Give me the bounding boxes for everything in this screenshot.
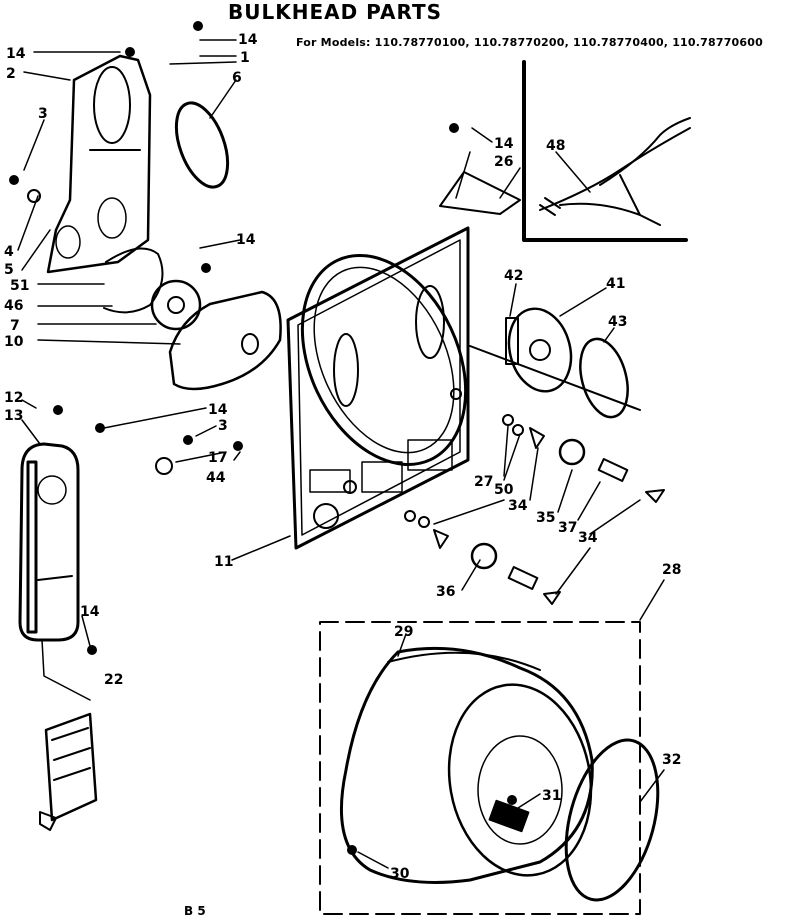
callout-27: 27 — [474, 474, 493, 490]
lint-bracket — [39, 712, 98, 831]
callout-51: 51 — [10, 278, 29, 294]
callout-14: 14 — [494, 136, 514, 152]
callout-17: 17 — [208, 450, 227, 466]
blower-assembly — [103, 247, 282, 391]
callout-1: 1 — [240, 50, 250, 66]
callout-6: 6 — [232, 70, 242, 86]
page-code: B 5 — [184, 904, 206, 918]
callout-26: 26 — [494, 154, 513, 170]
idler-assembly — [469, 307, 641, 419]
callout-48: 48 — [546, 138, 565, 154]
callout-36: 36 — [436, 584, 455, 600]
models-line: For Models: 110.78770100, 110.78770200, … — [296, 36, 763, 49]
page-title: BULKHEAD PARTS — [228, 0, 443, 24]
callout-14: 14 — [80, 604, 100, 620]
callout-labels: 14 2 14 1 6 3 4 5 51 46 7 10 14 12 13 14… — [4, 32, 681, 882]
bracket-26 — [439, 171, 521, 215]
callout-42: 42 — [504, 268, 523, 284]
callout-7: 7 — [10, 318, 20, 334]
callout-30: 30 — [390, 866, 410, 882]
drum-assembly — [319, 621, 660, 915]
callout-31: 31 — [542, 788, 561, 804]
callout-3: 3 — [218, 418, 228, 434]
rear-bracket — [46, 54, 152, 274]
callout-11: 11 — [214, 554, 233, 570]
callout-43: 43 — [608, 314, 627, 330]
callout-14: 14 — [238, 32, 258, 48]
callout-13: 13 — [4, 408, 23, 424]
callout-4: 4 — [4, 244, 14, 260]
callout-10: 10 — [4, 334, 24, 350]
callout-14: 14 — [236, 232, 256, 248]
control-panel-strip — [18, 442, 80, 642]
callout-28: 28 — [662, 562, 681, 578]
seal-ring — [174, 101, 230, 189]
callout-29: 29 — [394, 624, 413, 640]
callout-5: 5 — [4, 262, 14, 278]
bulkhead-panel — [286, 226, 470, 550]
callout-46: 46 — [4, 298, 23, 314]
callout-50: 50 — [494, 482, 514, 498]
callout-14: 14 — [208, 402, 228, 418]
callout-22: 22 — [104, 672, 123, 688]
callout-34: 34 — [578, 530, 598, 546]
callout-12: 12 — [4, 390, 23, 406]
fasteners — [9, 21, 517, 855]
callout-14: 14 — [6, 46, 26, 62]
callout-3: 3 — [38, 106, 48, 122]
callout-44: 44 — [206, 470, 226, 486]
wiring-harness-inset — [522, 60, 691, 242]
callout-37: 37 — [558, 520, 577, 536]
shaft-hardware — [404, 414, 665, 605]
callout-32: 32 — [662, 752, 681, 768]
callout-35: 35 — [536, 510, 555, 526]
callout-2: 2 — [6, 66, 16, 82]
callout-34: 34 — [508, 498, 528, 514]
leader-lines — [17, 39, 665, 869]
callout-41: 41 — [606, 276, 625, 292]
